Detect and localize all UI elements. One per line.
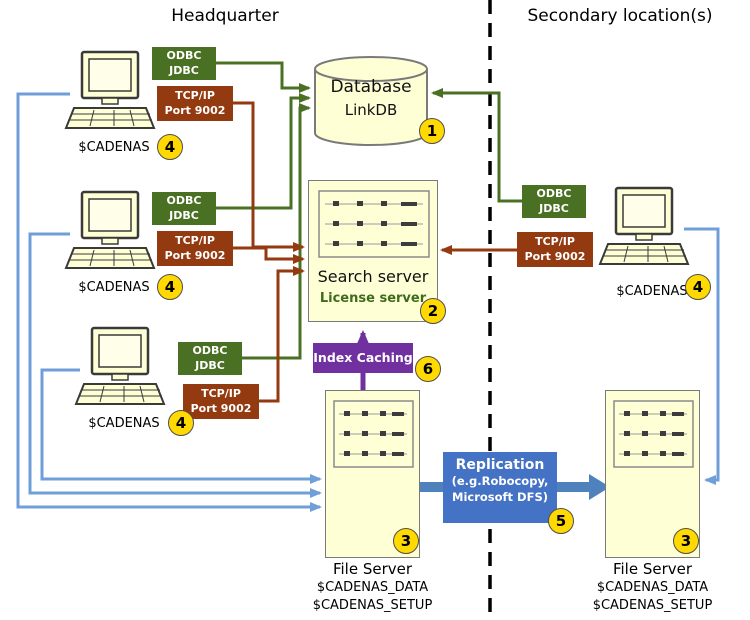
replication-title: Replication bbox=[455, 457, 545, 473]
database-linkdb: Database LinkDB bbox=[313, 55, 429, 147]
badge-4-client3: 4 bbox=[168, 410, 194, 436]
file-arrow-client3-to-file-server bbox=[40, 368, 322, 484]
badge-4-client1: 4 bbox=[157, 134, 183, 160]
rack-server-icon bbox=[333, 400, 414, 468]
odbc-jdbc-box-3: ODBC JDBC bbox=[178, 342, 242, 375]
file-server-hq-data-path: $CADENAS_DATA bbox=[316, 580, 429, 595]
desktop-computer-icon bbox=[598, 186, 690, 265]
file-server-secondary-data-path: $CADENAS_DATA bbox=[596, 580, 709, 595]
badge-3-file-server-hq: 3 bbox=[393, 528, 419, 554]
file-arrow-client2-to-file-server bbox=[28, 232, 322, 498]
database-cylinder-icon bbox=[314, 56, 428, 146]
database-name: Database bbox=[330, 77, 412, 97]
jdbc-label: JDBC bbox=[169, 208, 199, 222]
desktop-computer-icon bbox=[64, 50, 156, 129]
jdbc-label: JDBC bbox=[539, 201, 569, 215]
desktop-computer-icon bbox=[64, 190, 156, 269]
badge-2-search-server: 2 bbox=[420, 298, 446, 324]
jdbc-label: JDBC bbox=[169, 63, 199, 77]
odbc-arrow-client3-to-db bbox=[242, 103, 311, 360]
jdbc-label: JDBC bbox=[195, 358, 225, 372]
client1-cadenas-label: $CADENAS bbox=[78, 140, 150, 155]
odbc-label: ODBC bbox=[166, 193, 202, 207]
badge-5-replication: 5 bbox=[548, 508, 574, 534]
file-server-hq-setup-path: $CADENAS_SETUP bbox=[312, 598, 433, 613]
tcpip-arrow-client1-to-search-server bbox=[233, 101, 305, 252]
odbc-label: ODBC bbox=[166, 48, 202, 62]
odbc-label: ODBC bbox=[536, 186, 572, 200]
replication-tool-line2: Microsoft DFS) bbox=[452, 490, 548, 505]
tcpip-box-3: TCP/IP Port 9002 bbox=[183, 384, 259, 419]
rack-server-icon bbox=[613, 400, 694, 468]
odbc-arrow-client1-to-db bbox=[216, 61, 311, 93]
tcpip-box-2: TCP/IP Port 9002 bbox=[157, 231, 233, 266]
client-computer-3 bbox=[74, 326, 166, 418]
replication-arrow-head bbox=[589, 474, 610, 500]
badge-3-file-server-secondary: 3 bbox=[673, 528, 699, 554]
remote-client-computer bbox=[598, 186, 690, 278]
tcpip-label: TCP/IP bbox=[535, 234, 575, 248]
database-instance-name: LinkDB bbox=[344, 101, 398, 119]
rack-server-icon bbox=[318, 190, 430, 258]
tcpip-label: TCP/IP bbox=[175, 233, 215, 247]
badge-4-client2: 4 bbox=[157, 274, 183, 300]
port-label: Port 9002 bbox=[164, 103, 226, 117]
badge-4-remote-client: 4 bbox=[685, 274, 711, 300]
client3-cadenas-label: $CADENAS bbox=[88, 416, 160, 431]
tcpip-label: TCP/IP bbox=[201, 386, 241, 400]
headquarter-title: Headquarter bbox=[171, 6, 279, 26]
client2-cadenas-label: $CADENAS bbox=[78, 280, 150, 295]
odbc-jdbc-box-2: ODBC JDBC bbox=[152, 192, 216, 225]
file-server-secondary-box bbox=[605, 390, 700, 558]
odbc-jdbc-box-remote: ODBC JDBC bbox=[522, 185, 586, 218]
tcpip-box-remote: TCP/IP Port 9002 bbox=[517, 232, 593, 267]
file-server-secondary-title: File Server bbox=[612, 560, 693, 578]
index-caching-box: Index Caching bbox=[313, 343, 413, 373]
port-label: Port 9002 bbox=[164, 248, 226, 262]
port-label: Port 9002 bbox=[524, 249, 586, 263]
replication-tool-line1: (e.g.Robocopy, bbox=[451, 474, 549, 488]
license-server-subtitle: License server bbox=[319, 291, 427, 306]
badge-1-database: 1 bbox=[419, 118, 445, 144]
search-server-title: Search server bbox=[317, 267, 429, 286]
odbc-arrow-remote-client-to-db bbox=[431, 88, 522, 203]
tcpip-arrow-client2-to-search-server bbox=[233, 246, 305, 264]
tcpip-box-1: TCP/IP Port 9002 bbox=[157, 86, 233, 121]
client-computer-2 bbox=[64, 190, 156, 282]
port-label: Port 9002 bbox=[190, 401, 252, 415]
tcpip-label: TCP/IP bbox=[175, 88, 215, 102]
file-server-secondary-setup-path: $CADENAS_SETUP bbox=[592, 598, 713, 613]
tcpip-arrow-client3-to-search-server bbox=[259, 266, 305, 403]
desktop-computer-icon bbox=[74, 326, 166, 405]
client-computer-1 bbox=[64, 50, 156, 142]
remote-client-cadenas-label: $CADENAS bbox=[616, 284, 688, 299]
badge-6-index-caching: 6 bbox=[415, 356, 441, 382]
file-arrow-client1-to-file-server bbox=[16, 92, 322, 512]
file-arrow-remote-client-to-file-server bbox=[684, 227, 720, 485]
odbc-label: ODBC bbox=[192, 343, 228, 357]
secondary-location-title: Secondary location(s) bbox=[527, 6, 713, 26]
search-server-box: Search server License server bbox=[308, 180, 438, 322]
odbc-jdbc-box-1: ODBC JDBC bbox=[152, 47, 216, 80]
file-server-hq-box bbox=[325, 390, 420, 558]
replication-box: Replication (e.g.Robocopy, Microsoft DFS… bbox=[443, 452, 557, 523]
file-server-hq-title: File Server bbox=[332, 560, 413, 578]
